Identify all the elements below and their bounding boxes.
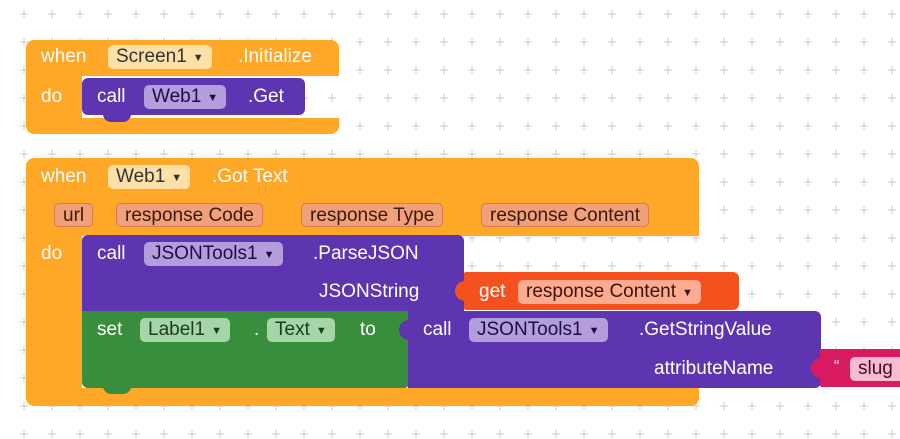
get-keyword: get: [479, 281, 506, 302]
event-block-screen1-initialize-side: [26, 76, 82, 120]
call-keyword: call: [97, 243, 126, 264]
triangle-down-icon: ▼: [171, 172, 183, 184]
get-block-connector-tab: [455, 281, 465, 301]
text-block-connector-tab: [811, 358, 821, 378]
screen1-component-name: Screen1: [116, 46, 187, 67]
text-quote-mark: “: [834, 358, 840, 375]
initialize-event-label: .Initialize: [238, 46, 312, 67]
response-content-variable-name: response Content: [526, 281, 676, 302]
triangle-down-icon: ▼: [192, 52, 204, 64]
param-response-type[interactable]: response Type: [301, 203, 444, 227]
jsontools-getstring-component-dropdown[interactable]: JSONTools1 ▼: [469, 318, 608, 342]
triangle-down-icon: ▼: [588, 325, 600, 337]
gottext-event-label: .Got Text: [212, 166, 288, 187]
param-url[interactable]: url: [54, 203, 94, 227]
param-response-content[interactable]: response Content: [481, 203, 649, 227]
web1-component-dropdown[interactable]: Web1 ▼: [144, 85, 227, 109]
call-web1-get-notch: [103, 114, 131, 122]
set-block-notch: [103, 386, 131, 394]
do-label: do: [41, 243, 63, 264]
screen1-component-dropdown[interactable]: Screen1 ▼: [108, 45, 212, 69]
triangle-down-icon: ▼: [207, 92, 219, 104]
getstringvalue-connector-tab: [399, 320, 409, 340]
parsejson-method-label: .ParseJSON: [313, 243, 419, 264]
to-keyword: to: [360, 319, 376, 340]
text-property-name: Text: [275, 319, 310, 340]
attributename-arg-label: attributeName: [654, 358, 774, 379]
triangle-down-icon: ▼: [315, 325, 327, 337]
label1-component-dropdown[interactable]: Label1 ▼: [140, 318, 230, 342]
jsontools-parse-component-name: JSONTools1: [152, 243, 258, 264]
when-label: when: [41, 166, 87, 187]
response-content-variable-dropdown[interactable]: response Content ▼: [518, 280, 701, 304]
web1-component-name: Web1: [152, 86, 202, 107]
web1-event-component-name: Web1: [116, 166, 166, 187]
call-keyword: call: [423, 319, 452, 340]
label1-component-name: Label1: [148, 319, 206, 340]
get-method-label: .Get: [248, 86, 284, 107]
triangle-down-icon: ▼: [682, 287, 693, 299]
jsontools-parse-component-dropdown[interactable]: JSONTools1 ▼: [144, 242, 283, 266]
text-value-field[interactable]: slug: [850, 357, 900, 381]
event-block-web1-gottext-side: [26, 234, 82, 392]
text-property-dropdown[interactable]: Text ▼: [267, 318, 335, 342]
when-label: when: [41, 46, 87, 67]
event-block-web1-gottext-bottom: [26, 388, 699, 406]
web1-event-component-dropdown[interactable]: Web1 ▼: [108, 165, 191, 189]
jsonstring-arg-label: JSONString: [319, 281, 420, 302]
call-keyword: call: [97, 86, 126, 107]
do-label: do: [41, 86, 63, 107]
set-keyword: set: [97, 319, 123, 340]
jsontools-getstring-component-name: JSONTools1: [477, 319, 583, 340]
set-label1-text-block[interactable]: [82, 311, 410, 388]
param-response-code[interactable]: response Code: [116, 203, 263, 227]
getstringvalue-method-label: .GetStringValue: [639, 319, 772, 340]
dot-separator: .: [254, 319, 260, 340]
triangle-down-icon: ▼: [263, 249, 275, 261]
event-block-screen1-initialize-bottom: [26, 118, 339, 134]
triangle-down-icon: ▼: [211, 325, 222, 337]
